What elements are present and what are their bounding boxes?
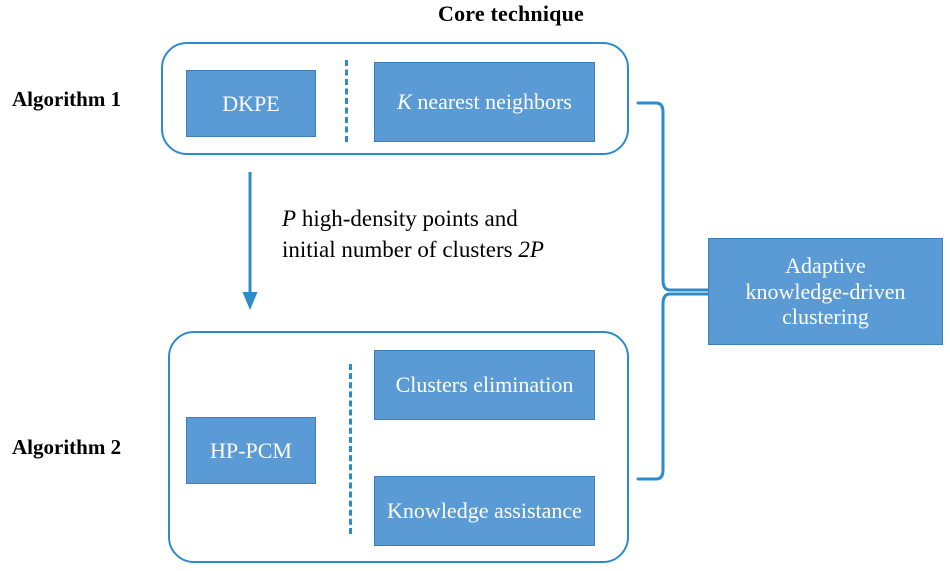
grouping-brace (630, 92, 720, 492)
technique-box-hp-pcm[interactable]: HP-PCM (186, 417, 316, 484)
technique-box-knowledge-assistance[interactable]: Knowledge assistance (374, 476, 595, 546)
page-title: Core technique (438, 1, 584, 26)
flow-arrow-annotation: P high-density points and initial number… (282, 203, 612, 265)
algorithm-1-dashed-divider (345, 60, 348, 142)
output-line-2: knowledge-driven (745, 278, 906, 304)
knn-rest: nearest neighbors (411, 89, 572, 115)
output-line-3: clustering (782, 304, 869, 330)
technique-box-k-nearest-neighbors[interactable]: K nearest neighbors (374, 62, 595, 142)
arrow-down-icon (242, 172, 258, 310)
technique-box-knowledge-assistance-label: Knowledge assistance (387, 498, 582, 524)
technique-box-clusters-elimination[interactable]: Clusters elimination (374, 350, 595, 420)
flow-arrow-annotation-line-2: initial number of clusters 2P (282, 234, 612, 265)
technique-box-clusters-elimination-label: Clusters elimination (395, 372, 574, 398)
technique-box-hp-pcm-label: HP-PCM (210, 437, 292, 463)
algorithm-2-dashed-divider (349, 364, 352, 534)
annotation-italic-p: P (282, 206, 297, 231)
annotation-italic-2p: 2P (518, 237, 544, 263)
technique-box-dkpe-label: DKPE (222, 90, 280, 116)
output-line-1: Adaptive (785, 252, 866, 278)
technique-box-knn-label: K nearest neighbors (397, 89, 572, 115)
annotation-line2-rest: initial number of clusters (282, 237, 519, 263)
technique-box-dkpe[interactable]: DKPE (186, 70, 316, 137)
algorithm-1-label: Algorithm 1 (12, 87, 122, 111)
knn-italic-k: K (397, 89, 412, 115)
flow-arrow-down (230, 170, 270, 315)
flow-arrow-annotation-line-1: P high-density points and (282, 203, 612, 234)
algorithm-2-label: Algorithm 2 (12, 435, 122, 459)
brace-icon (636, 101, 710, 481)
annotation-line1-rest: high-density points and (296, 206, 518, 231)
